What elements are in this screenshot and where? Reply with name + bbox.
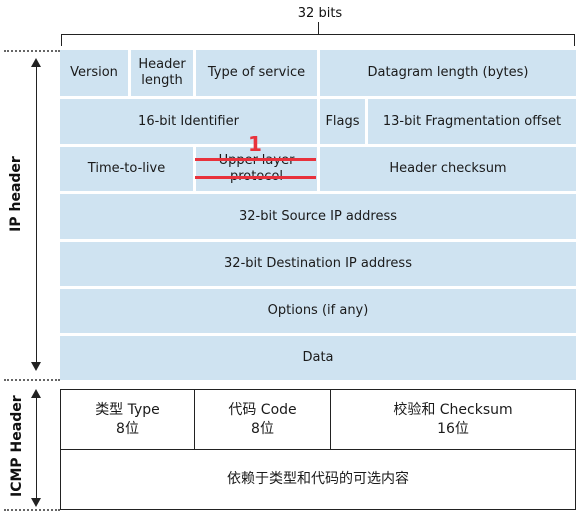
field-options: Options (if any) bbox=[60, 289, 576, 333]
icmp-header-diagram: 类型 Type 8位 代码 Code 8位 校验和 Checksum 16位 依… bbox=[60, 389, 576, 510]
field-identifier: 16-bit Identifier bbox=[60, 99, 317, 144]
icmp-arrow-line bbox=[36, 397, 37, 499]
field-header-checksum: Header checksum bbox=[320, 147, 576, 191]
ip-arrow-down-icon bbox=[31, 362, 41, 371]
field-data: Data bbox=[60, 336, 576, 380]
ip-arrow-line bbox=[36, 66, 37, 364]
field-flags: Flags bbox=[320, 99, 365, 144]
icmp-arrow-down-icon bbox=[31, 498, 41, 507]
icmp-arrow-up-icon bbox=[31, 389, 41, 398]
field-type-of-service: Type of service bbox=[196, 50, 317, 96]
icmp-header-label: ICMP Header bbox=[9, 395, 29, 497]
field-destination-ip: 32-bit Destination IP address bbox=[60, 242, 576, 286]
ip-header-diagram: Version Header length Type of service Da… bbox=[60, 50, 576, 380]
icmp-field-type: 类型 Type 8位 bbox=[61, 390, 195, 450]
field-source-ip: 32-bit Source IP address bbox=[60, 194, 576, 239]
icmp-field-code: 代码 Code 8位 bbox=[195, 390, 331, 450]
width-bracket bbox=[61, 34, 575, 46]
field-version: Version bbox=[60, 50, 128, 96]
field-time-to-live: Time-to-live bbox=[60, 147, 193, 191]
separator-bottom bbox=[4, 509, 60, 511]
separator-middle bbox=[4, 379, 60, 381]
bits-label: 32 bits bbox=[297, 6, 343, 21]
field-header-length: Header length bbox=[131, 50, 193, 96]
ip-arrow-up-icon bbox=[31, 58, 41, 67]
icmp-field-content: 依赖于类型和代码的可选内容 bbox=[61, 450, 575, 509]
strike-line-bottom bbox=[195, 176, 316, 179]
field-datagram-length: Datagram length (bytes) bbox=[320, 50, 576, 96]
ip-header-label: IP header bbox=[8, 154, 28, 234]
field-fragmentation-offset: 13-bit Fragmentation offset bbox=[368, 99, 576, 144]
width-bracket-tick bbox=[318, 22, 319, 34]
icmp-field-checksum: 校验和 Checksum 16位 bbox=[331, 390, 575, 450]
annotation-marker: 1 bbox=[248, 132, 262, 156]
strike-line-top bbox=[195, 158, 316, 161]
separator-top bbox=[4, 50, 60, 52]
